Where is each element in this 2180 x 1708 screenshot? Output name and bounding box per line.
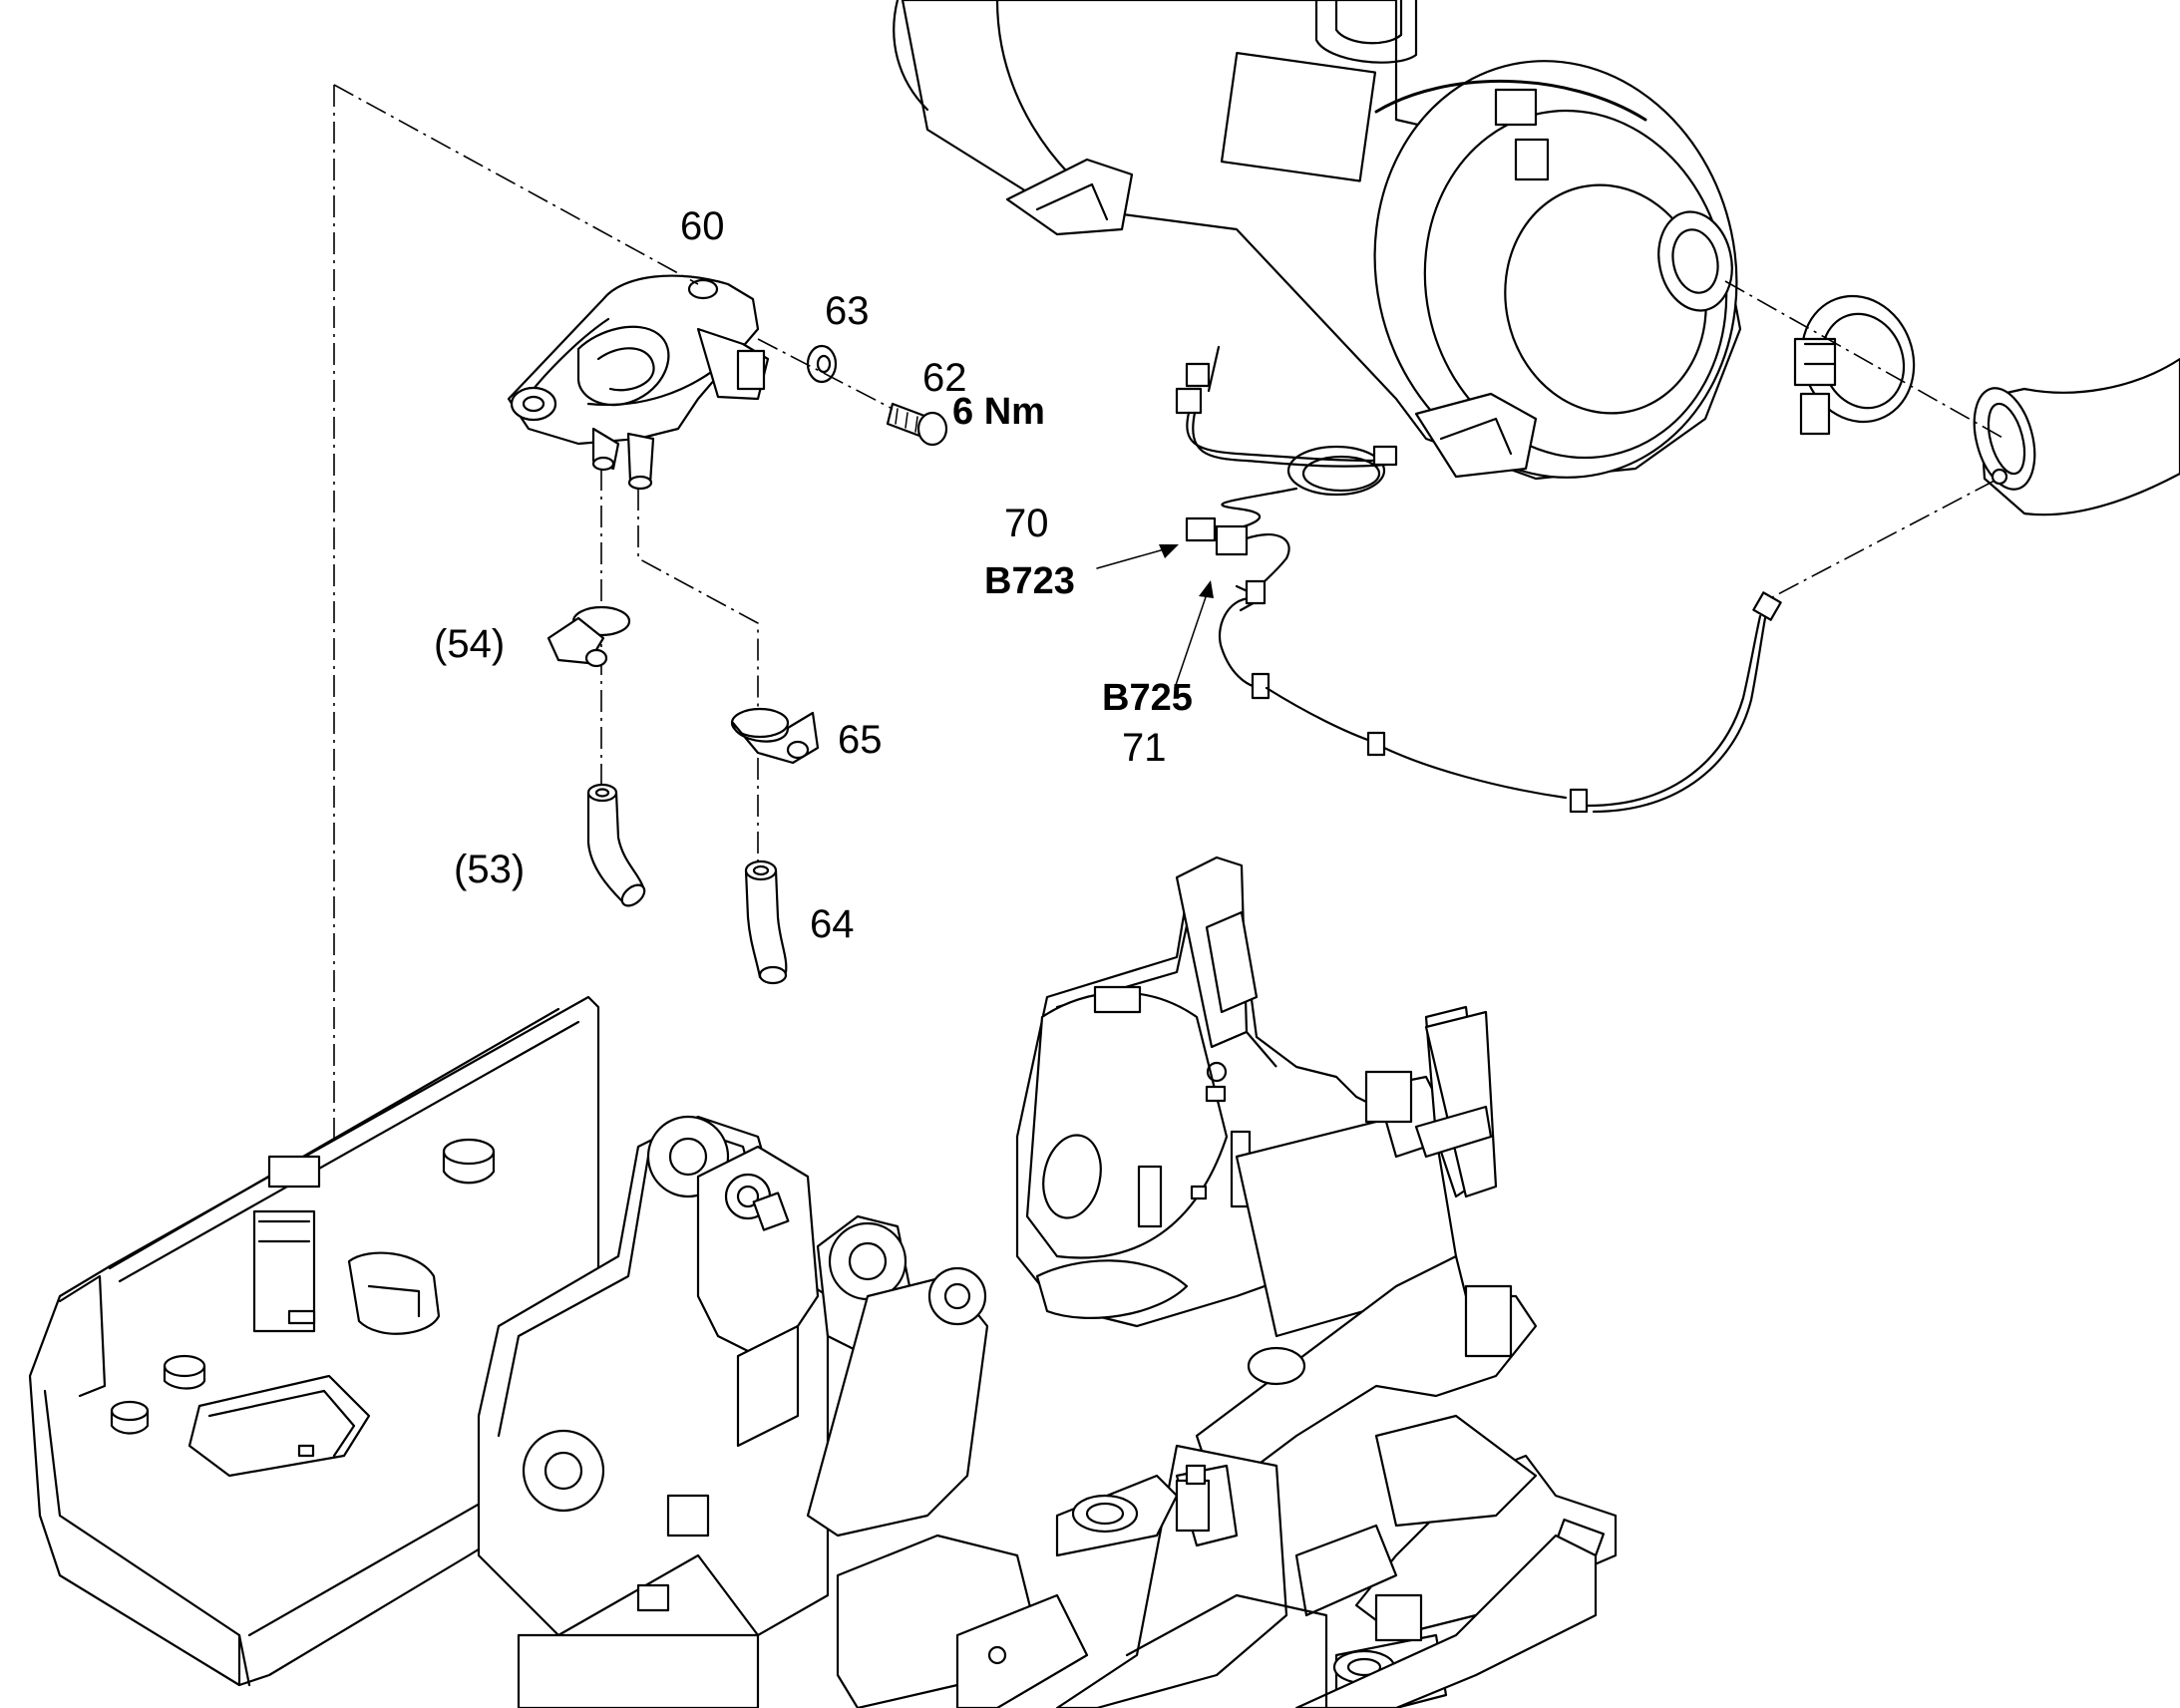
callout-65: 65 xyxy=(838,718,883,762)
exhaust-filter-canister xyxy=(893,0,1742,481)
differential-pressure-sensor xyxy=(507,274,770,491)
callout-62: 62 xyxy=(922,356,967,400)
harness-callout-arrows xyxy=(1096,544,1214,689)
screw-62 xyxy=(886,402,948,447)
exhaust-outlet-pipe xyxy=(1973,357,2180,516)
callout-60: 60 xyxy=(680,204,725,248)
torque-spec: 6 Nm xyxy=(952,391,1045,433)
callout-53: (53) xyxy=(454,848,525,891)
hose-clamp-65 xyxy=(730,707,820,765)
hose-64 xyxy=(744,859,788,985)
washer-63 xyxy=(806,344,838,384)
hose-clamp-54 xyxy=(546,605,631,668)
callout-63: 63 xyxy=(825,289,870,333)
callout-54: (54) xyxy=(434,622,505,666)
callout-70: 70 xyxy=(1004,502,1049,545)
callout-b725: B725 xyxy=(1102,677,1193,719)
callout-64: 64 xyxy=(810,902,855,946)
temperature-sensor-harness xyxy=(1175,345,1782,814)
callout-71: 71 xyxy=(1122,726,1167,770)
upper-frame-structure xyxy=(28,855,1618,1708)
callout-labels: 60 63 62 6 Nm 70 B723 (54) 65 B725 71 (5… xyxy=(434,204,1193,946)
callout-b723: B723 xyxy=(984,560,1075,602)
v-band-clamp xyxy=(1793,294,1916,436)
hose-53 xyxy=(586,783,646,907)
